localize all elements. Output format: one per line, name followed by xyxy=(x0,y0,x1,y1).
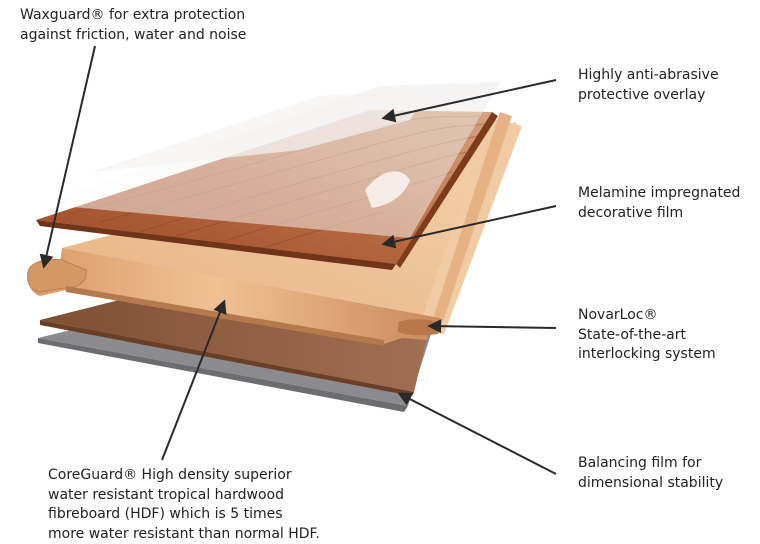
label-line: NovarLoc® xyxy=(578,306,716,326)
label-line: Waxguard® for extra protection xyxy=(20,6,246,26)
label-novarloc: NovarLoc® State-of-the-art interlocking … xyxy=(578,306,716,365)
label-overlay: Highly anti-abrasive protective overlay xyxy=(578,66,719,105)
novarloc-arrow xyxy=(430,326,556,328)
label-line: decorative film xyxy=(578,204,740,224)
label-line: more water resistant than normal HDF. xyxy=(48,525,320,544)
label-line: interlocking system xyxy=(578,345,716,365)
label-coreguard: CoreGuard® High density superior water r… xyxy=(48,466,320,544)
label-line: water resistant tropical hardwood xyxy=(48,486,320,506)
balancing-arrow xyxy=(400,394,556,474)
label-line: Highly anti-abrasive xyxy=(578,66,719,86)
label-balancing: Balancing film for dimensional stability xyxy=(578,454,723,493)
label-waxguard: Waxguard® for extra protection against f… xyxy=(20,6,246,45)
label-line: protective overlay xyxy=(578,86,719,106)
label-line: CoreGuard® High density superior xyxy=(48,466,320,486)
label-line: State-of-the-art xyxy=(578,326,716,346)
label-melamine: Melamine impregnated decorative film xyxy=(578,184,740,223)
label-line: fibreboard (HDF) which is 5 times xyxy=(48,505,320,525)
label-line: Balancing film for xyxy=(578,454,723,474)
label-line: against friction, water and noise xyxy=(20,26,246,46)
label-line: dimensional stability xyxy=(578,474,723,494)
waxguard-arrow xyxy=(44,46,95,266)
label-line: Melamine impregnated xyxy=(578,184,740,204)
